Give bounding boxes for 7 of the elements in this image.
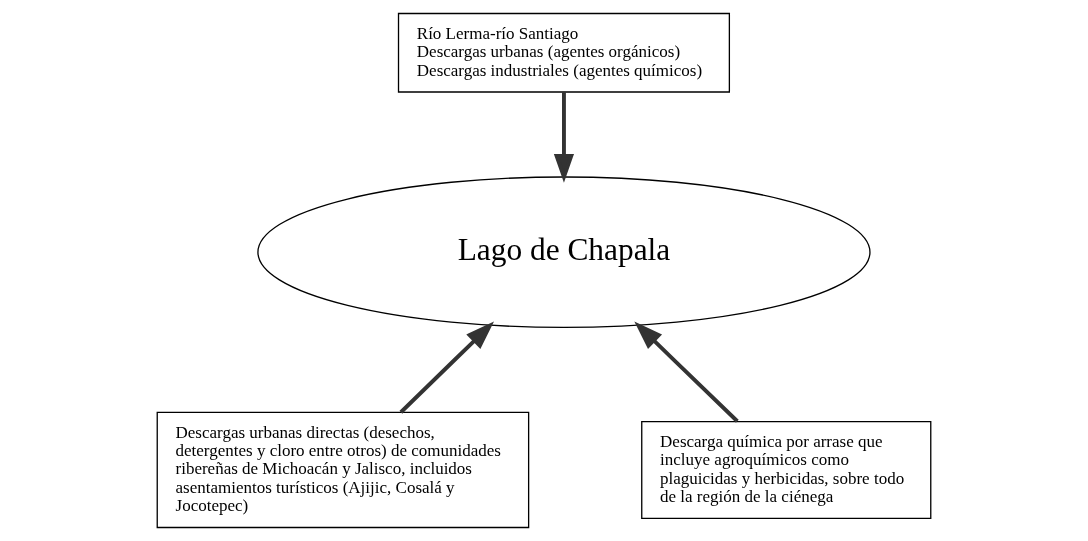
node-box: Río Lerma-río Santiago Descargas urbanas (agentes orgánicos) Descargas industriales (agentes químicos) bbox=[397, 12, 731, 93]
arrow bbox=[553, 92, 575, 183]
node-ellipse: Lago de Chapala bbox=[257, 176, 871, 329]
arrow bbox=[634, 321, 739, 423]
node-box: Descarga química por arrase que incluye agroquímicos como plaguicidas y herbicidas, sobre todo de la región de la ciénega bbox=[641, 420, 932, 519]
node-box: Descargas urbanas directas (desechos, detergentes y cloro entre otros) de comunidades ribereñas de Michoacán y Jalisco, incluidos asentamientos turísticos (Ajijic, Cosalá y Jocotepec) bbox=[156, 411, 530, 529]
arrow bbox=[399, 321, 494, 414]
